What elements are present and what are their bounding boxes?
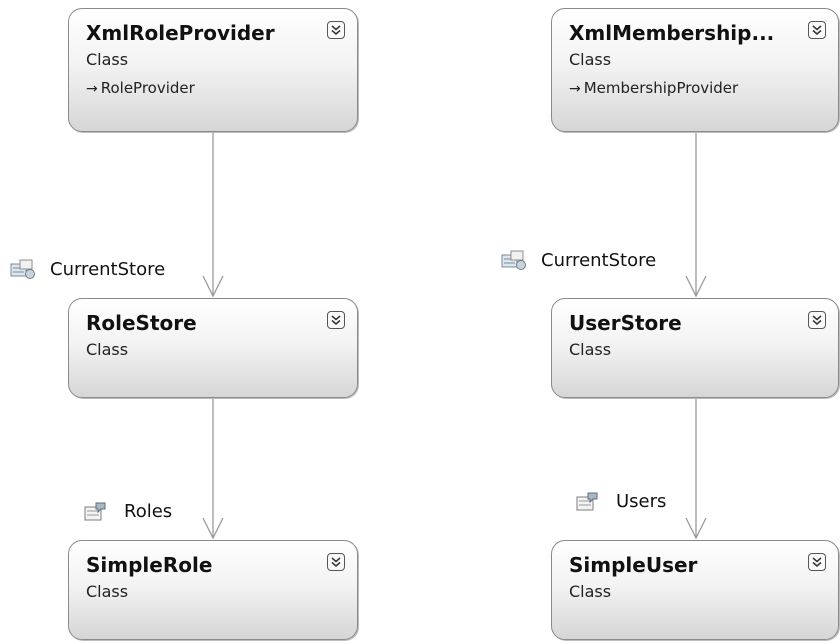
expand-collapse-icon[interactable]	[327, 553, 345, 571]
class-kind: Class	[86, 582, 129, 601]
association-name: CurrentStore	[541, 249, 657, 271]
inheritance-arrow-icon: →	[86, 81, 98, 97]
field-icon	[501, 250, 526, 270]
class-name: SimpleUser	[569, 553, 698, 577]
base-class-name: MembershipProvider	[583, 79, 739, 97]
class-box-userstore[interactable]: UserStore Class	[551, 298, 839, 398]
expand-collapse-icon[interactable]	[808, 311, 826, 329]
class-box-rolestore[interactable]: RoleStore Class	[68, 298, 358, 398]
property-icon	[84, 502, 106, 521]
class-box-simplerole[interactable]: SimpleRole Class	[68, 540, 358, 640]
class-box-xmlroleprovider[interactable]: XmlRoleProvider Class →RoleProvider	[68, 8, 358, 132]
expand-collapse-icon[interactable]	[327, 311, 345, 329]
association-label-roles[interactable]: Roles	[84, 500, 172, 522]
class-kind: Class	[86, 340, 129, 359]
expand-collapse-icon[interactable]	[808, 21, 826, 39]
expand-collapse-icon[interactable]	[327, 21, 345, 39]
class-kind: Class	[569, 50, 612, 69]
class-name: UserStore	[569, 311, 682, 335]
class-name: XmlMembership...	[569, 21, 775, 45]
class-box-xmlmembershipprovider[interactable]: XmlMembership... Class →MembershipProvid…	[551, 8, 839, 132]
inheritance-arrow-icon: →	[569, 81, 581, 97]
association-label-right-currentstore[interactable]: CurrentStore	[501, 249, 656, 271]
base-class: →MembershipProvider	[569, 79, 738, 97]
arrowhead-userstore	[685, 275, 707, 298]
class-kind: Class	[569, 340, 612, 359]
base-class-name: RoleProvider	[100, 79, 195, 97]
expand-collapse-icon[interactable]	[808, 553, 826, 571]
class-box-simpleuser[interactable]: SimpleUser Class	[551, 540, 839, 640]
association-label-users[interactable]: Users	[576, 490, 666, 512]
arrowhead-simplerole	[202, 517, 224, 540]
arrowhead-simpleuser	[685, 517, 707, 540]
class-name: XmlRoleProvider	[86, 21, 275, 45]
field-icon	[10, 259, 35, 279]
arrowhead-rolestore	[202, 275, 224, 298]
association-name: Users	[616, 490, 667, 512]
class-kind: Class	[86, 50, 129, 69]
class-name: RoleStore	[86, 311, 197, 335]
association-label-left-currentstore[interactable]: CurrentStore	[10, 258, 165, 280]
association-name: Roles	[124, 500, 173, 522]
base-class: →RoleProvider	[86, 79, 195, 97]
association-name: CurrentStore	[50, 258, 166, 280]
class-kind: Class	[569, 582, 612, 601]
class-name: SimpleRole	[86, 553, 213, 577]
property-icon	[576, 492, 598, 511]
